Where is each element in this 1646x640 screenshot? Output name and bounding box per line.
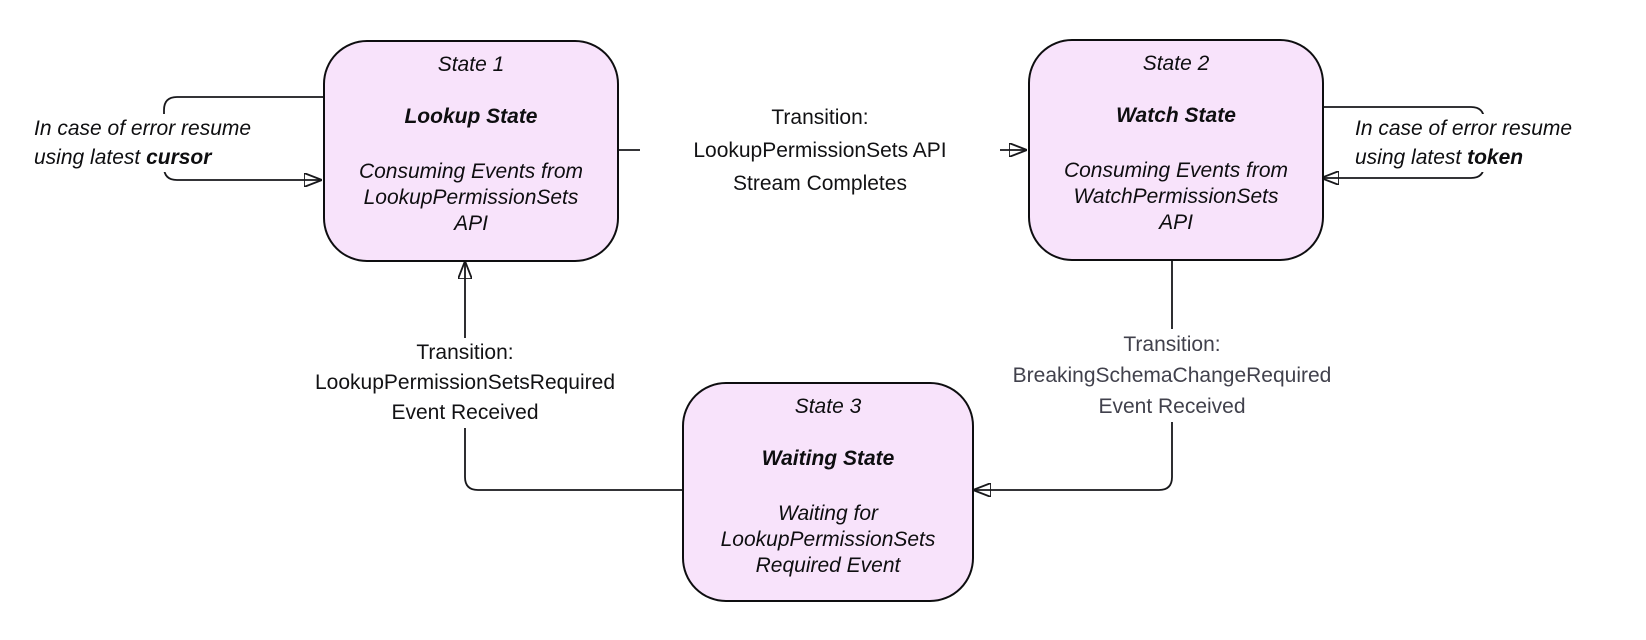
transition-label-state3-to-state1: Transition: LookupPermissionSetsRequired… (285, 338, 645, 428)
error-note-line: using latest cursor (34, 146, 212, 169)
transition-label-line: Stream Completes (733, 172, 907, 195)
transition-label-state2-to-state3: Transition: BreakingSchemaChangeRequired… (992, 329, 1352, 422)
state-node-watch: State 2 Watch State Consuming Events fro… (1028, 39, 1324, 261)
error-note-keyword: token (1467, 146, 1524, 169)
transition-label-state1-to-state2: Transition: LookupPermissionSets API Str… (640, 101, 1000, 200)
state-description-line: Waiting for (778, 502, 878, 525)
error-note-line: using latest token (1355, 146, 1524, 169)
error-note-line: In case of error resume (34, 117, 252, 140)
error-note-keyword: cursor (146, 146, 212, 169)
state-node-lookup: State 1 Lookup State Consuming Events fr… (323, 40, 619, 262)
error-note-token: In case of error resume using latest tok… (1352, 114, 1576, 172)
state-title: Watch State (1116, 104, 1236, 127)
transition-label-line: LookupPermissionSets API (693, 139, 947, 162)
transition-label-line: Event Received (1098, 395, 1246, 418)
state-node-waiting: State 3 Waiting State Waiting for Lookup… (682, 382, 974, 602)
transition-label-line: Transition: (1123, 333, 1221, 356)
state-description-line: LookupPermissionSets (720, 528, 936, 551)
state-description: Consuming Events from WatchPermissionSet… (1030, 158, 1322, 236)
state-number: State 2 (1142, 52, 1210, 75)
error-note-line: In case of error resume (1355, 117, 1573, 140)
state-description-line: WatchPermissionSets (1073, 185, 1279, 208)
state-description: Waiting for LookupPermissionSets Require… (684, 501, 972, 579)
state-title: Lookup State (404, 105, 538, 128)
state-description-line: Consuming Events from (358, 160, 584, 183)
state-description-line: API (1159, 211, 1193, 234)
transition-label-line: BreakingSchemaChangeRequired (1012, 364, 1332, 387)
transition-label-line: Transition: (771, 106, 869, 129)
transition-label-line: LookupPermissionSetsRequired (315, 371, 615, 394)
edge-state2-to-state3 (974, 257, 1173, 490)
state-description-line: Consuming Events from (1063, 159, 1289, 182)
state-number: State 1 (437, 53, 505, 76)
state-description-line: API (454, 212, 488, 235)
edge-state3-to-state1 (465, 262, 682, 491)
state-description-line: LookupPermissionSets (363, 186, 579, 209)
state-description: Consuming Events from LookupPermissionSe… (325, 159, 617, 237)
state-number: State 3 (794, 395, 862, 418)
state-description-line: Required Event (755, 554, 901, 577)
transition-label-line: Event Received (391, 401, 539, 424)
state-title: Waiting State (761, 447, 895, 470)
error-note-cursor: In case of error resume using latest cur… (31, 114, 255, 172)
transition-label-line: Transition: (416, 341, 514, 364)
